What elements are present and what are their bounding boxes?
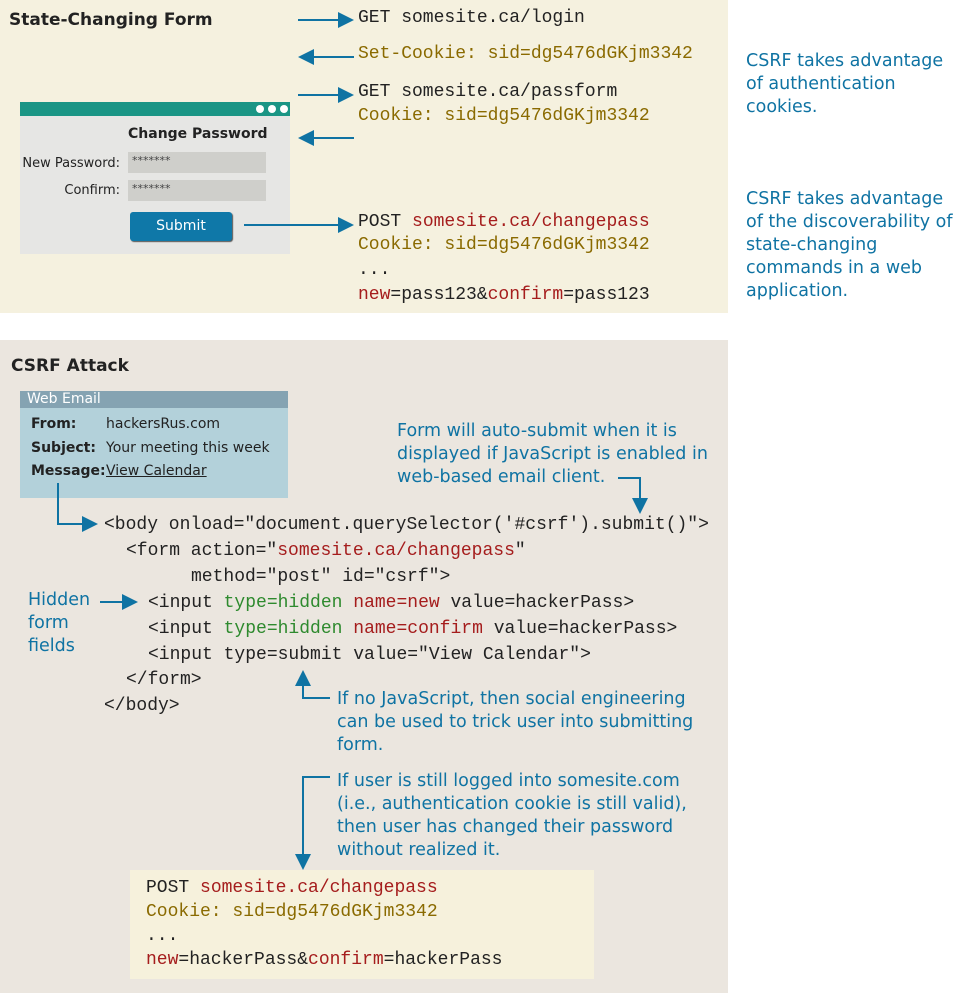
email-header: Web Email [20, 391, 288, 408]
method: POST [146, 878, 201, 898]
cookie-line: Cookie: sid=dg5476dGKjm3342 [358, 235, 650, 255]
code-line: </form> [126, 670, 202, 690]
url: somesite.ca/changepass [200, 878, 438, 898]
attr-name: name=new [353, 593, 440, 613]
attr-type: type=hidden [223, 593, 343, 613]
param-value: =hackerPass [383, 950, 503, 970]
confirm-label: Confirm: [64, 183, 120, 198]
url: somesite.ca/changepass [277, 541, 515, 561]
arrow-up-icon [295, 670, 330, 699]
arrow-down-icon [295, 776, 330, 870]
email-message: Message:View Calendar [31, 463, 207, 479]
web-email-window: Web Email From: hackersRus.com Subject: Yo… [20, 391, 288, 498]
attr-name: name=confirm [353, 619, 483, 639]
post-line: POST somesite.ca/changepass [146, 878, 438, 898]
form-body-line: new=pass123&confirm=pass123 [358, 285, 650, 305]
new-password-input[interactable]: ******* [128, 152, 266, 173]
subject-label: Subject: [31, 440, 96, 456]
confirm-input[interactable]: ******* [128, 180, 266, 201]
cookie-line: Cookie: sid=dg5476dGKjm3342 [358, 106, 650, 126]
note-discoverability: CSRF takes advantage of the discoverabil… [746, 189, 953, 301]
param-value: =pass123 [563, 285, 650, 305]
code-line: <input type=submit value="View Calendar"… [148, 645, 591, 665]
from-value: hackersRus.com [106, 416, 221, 432]
response-line: Set-Cookie: sid=dg5476dGKjm3342 [358, 44, 693, 64]
request-line: GET somesite.ca/login [358, 8, 585, 28]
code-text: <input [148, 619, 224, 639]
malicious-request-box: POST somesite.ca/changepass Cookie: sid=… [130, 870, 594, 979]
window-dot-icon [256, 105, 264, 113]
ellipsis: ... [146, 926, 179, 946]
note-autosubmit: Form will auto-submit when it is display… [397, 421, 708, 487]
window-dot-icon [280, 105, 288, 113]
code-line: </body> [104, 696, 180, 716]
view-calendar-link[interactable]: View Calendar [106, 463, 207, 479]
subject-value: Your meeting this week [106, 440, 270, 456]
code-text: <form action=" [126, 541, 278, 561]
window-titlebar [20, 102, 290, 116]
form-heading: Change Password [128, 126, 268, 142]
email-subject: Subject: Your meeting this week [31, 440, 270, 456]
section-title: CSRF Attack [11, 356, 129, 376]
note-auth-cookies: CSRF takes advantage of authentication c… [746, 51, 944, 117]
method: POST [358, 212, 413, 232]
note-logged-in: If user is still logged into somesite.co… [337, 771, 687, 860]
note-hidden-fields: Hidden form fields [28, 590, 91, 656]
post-line: POST somesite.ca/changepass [358, 212, 650, 232]
new-password-label: New Password: [22, 156, 120, 171]
code-text: value=hackerPass> [439, 593, 635, 613]
submit-button[interactable]: Submit [130, 212, 232, 241]
url: somesite.ca/changepass [412, 212, 650, 232]
param-value: =hackerPass& [178, 950, 309, 970]
cookie-line: Cookie: sid=dg5476dGKjm3342 [146, 902, 438, 922]
message-label: Message: [31, 463, 106, 479]
code-text: <input [148, 593, 224, 613]
code-text: " [514, 541, 526, 561]
code-line: <input type=hidden name=new value=hacker… [148, 593, 634, 613]
code-line: method="post" id="csrf"> [191, 567, 451, 587]
param-value: =pass123& [390, 285, 488, 305]
code-line: <input type=hidden name=confirm value=ha… [148, 619, 677, 639]
note-no-javascript: If no JavaScript, then social engineerin… [337, 689, 694, 755]
code-line: <body onload="document.querySelector('#c… [104, 515, 709, 535]
section-title: State-Changing Form [9, 10, 213, 30]
window-dot-icon [268, 105, 276, 113]
form-body-line: new=hackerPass&confirm=hackerPass [146, 950, 502, 970]
arrow-right-icon [57, 483, 98, 532]
code-line: <form action="somesite.ca/changepass" [126, 541, 526, 561]
change-password-window: Change Password New Password: ******* Co… [20, 102, 290, 254]
ellipsis: ... [358, 260, 391, 280]
request-line: GET somesite.ca/passform [358, 82, 618, 102]
param-key: confirm [308, 950, 384, 970]
attr-type: type=hidden [223, 619, 343, 639]
param-key: new [146, 950, 179, 970]
param-key: new [358, 285, 391, 305]
email-from: From: hackersRus.com [31, 416, 220, 432]
param-key: confirm [487, 285, 564, 305]
code-text: value=hackerPass> [482, 619, 678, 639]
from-label: From: [31, 416, 77, 432]
arrow-down-icon [618, 477, 648, 514]
